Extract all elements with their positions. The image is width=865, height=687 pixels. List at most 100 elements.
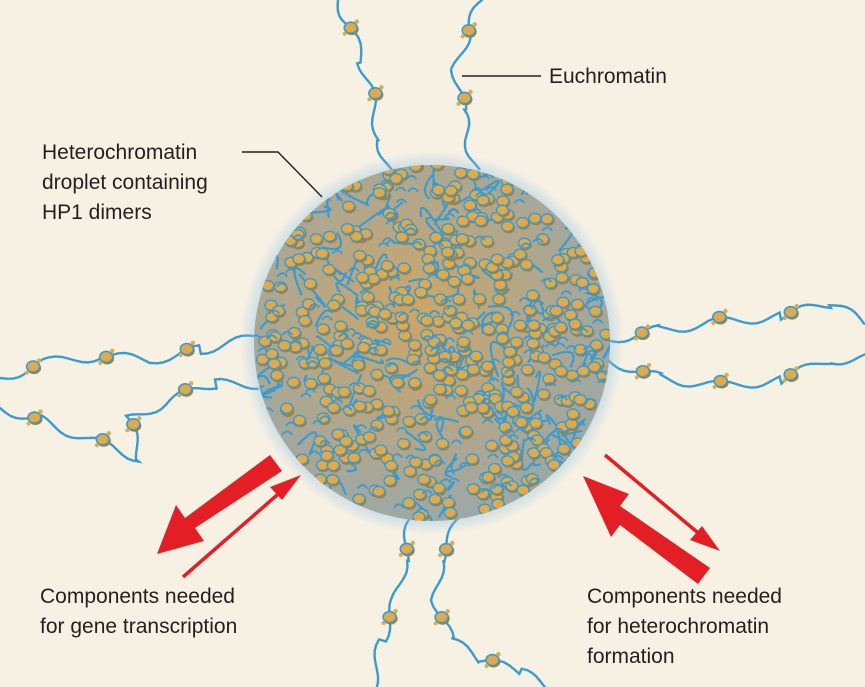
nucleosome-core <box>441 496 456 509</box>
nucleosome-core <box>495 332 510 345</box>
mesh-nucleosome <box>318 357 333 371</box>
droplet-label-line-2: droplet containing <box>42 171 208 194</box>
mesh-nucleosome <box>492 293 507 307</box>
nucleosome-core <box>403 465 417 477</box>
mesh-nucleosome <box>555 271 570 285</box>
mesh-linker <box>381 181 393 187</box>
mesh-strand <box>450 452 467 472</box>
mesh-linker <box>577 328 589 333</box>
nucleosome <box>634 363 652 380</box>
nucleosome-tail <box>438 553 443 558</box>
nucleosome-core <box>444 184 458 197</box>
mesh-nucleosome <box>496 195 511 208</box>
nucleosome-core <box>484 439 499 452</box>
mesh-linker <box>582 345 595 351</box>
nucleosome-core <box>528 212 542 224</box>
mesh-nucleosome <box>380 259 395 273</box>
mesh-linker <box>379 375 391 380</box>
mesh-linker <box>312 419 324 425</box>
mesh-nucleosome <box>456 336 471 349</box>
nucleosome-tail <box>496 651 501 657</box>
mesh-linker <box>257 347 269 353</box>
nucleosome-core <box>547 459 561 471</box>
mesh-linker <box>524 436 537 442</box>
nucleosome-core <box>340 222 355 235</box>
nucleosome-tail <box>178 353 183 358</box>
nucleosome-core <box>543 277 558 289</box>
nucleosome-core <box>490 253 504 265</box>
nucleosome-core <box>370 368 384 381</box>
mesh-linker <box>380 338 392 344</box>
mesh-strand <box>335 281 359 297</box>
mesh-strand <box>385 357 411 365</box>
nucleosome-core <box>177 383 193 396</box>
nucleosome <box>25 358 42 375</box>
mesh-nucleosome <box>449 317 464 331</box>
mesh-linker <box>394 186 407 192</box>
nucleosome-core <box>401 293 415 306</box>
nucleosome-core <box>555 271 569 284</box>
nucleosome-core <box>352 249 367 262</box>
nucleosome-core <box>520 363 535 376</box>
nucleosome-core <box>519 401 534 414</box>
mesh-nucleosome <box>401 293 416 307</box>
nucleosome-core <box>536 388 551 400</box>
nucleosome-core <box>412 511 426 521</box>
mesh-nucleosome <box>417 473 432 487</box>
mesh-strand <box>354 205 390 231</box>
nucleosome-core <box>529 417 543 429</box>
mesh-linker <box>474 390 486 395</box>
mesh-nucleosome <box>447 275 462 289</box>
right-thin-arrow-head <box>690 526 720 551</box>
nucleosome <box>342 19 359 36</box>
left-thin-arrow-head <box>270 475 301 500</box>
nucleosome-core <box>634 326 650 339</box>
mesh-strand <box>602 334 610 360</box>
nucleosome-core <box>303 277 317 290</box>
mesh-linker <box>443 470 456 476</box>
mesh-nucleosome <box>543 277 558 291</box>
mesh-nucleosome <box>551 254 566 267</box>
nucleosome-tail <box>450 540 455 546</box>
mesh-nucleosome <box>292 253 307 266</box>
nucleosome-core <box>317 372 331 385</box>
mesh-nucleosome <box>513 248 528 262</box>
nucleosome-core <box>530 434 544 446</box>
nucleosome-tail <box>94 443 99 448</box>
mesh-nucleosome <box>575 276 590 290</box>
nucleosome-core <box>519 258 534 271</box>
nucleosome-tail <box>634 375 639 380</box>
nucleosome-core <box>554 365 568 377</box>
nucleosome-tail <box>125 428 130 433</box>
mesh-linker <box>475 191 487 197</box>
nucleosome-core <box>382 610 397 624</box>
mesh-linker <box>404 454 417 460</box>
mesh-nucleosome <box>362 431 377 444</box>
mesh-linker <box>491 411 504 417</box>
nucleosome-core <box>447 275 461 288</box>
euchromatin-label: Euchromatin <box>549 65 667 88</box>
right-components-line-2: for heterochromatin <box>587 615 769 638</box>
mesh-linker <box>497 331 509 337</box>
nucleosome-core <box>352 493 366 505</box>
nucleosome-core <box>428 493 442 506</box>
mesh-nucleosome <box>316 323 331 336</box>
nucleosome-core <box>408 456 423 468</box>
mesh-nucleosome <box>528 212 543 226</box>
nucleosome-core <box>461 319 475 331</box>
nucleosome-core <box>427 336 441 348</box>
mesh-linker <box>492 484 504 490</box>
mesh-nucleosome <box>267 358 282 371</box>
mesh-linker <box>460 263 472 269</box>
mesh-linker <box>387 363 399 368</box>
mesh-linker <box>450 439 463 445</box>
nucleosome-core <box>396 437 411 450</box>
nucleosome-core <box>496 195 510 207</box>
nucleosome <box>484 651 501 669</box>
mesh-linker <box>285 421 297 427</box>
nucleosome-core <box>401 497 416 509</box>
nucleosome-core <box>480 360 495 372</box>
mesh-nucleosome <box>355 271 370 285</box>
nucleosome-core <box>501 356 516 368</box>
